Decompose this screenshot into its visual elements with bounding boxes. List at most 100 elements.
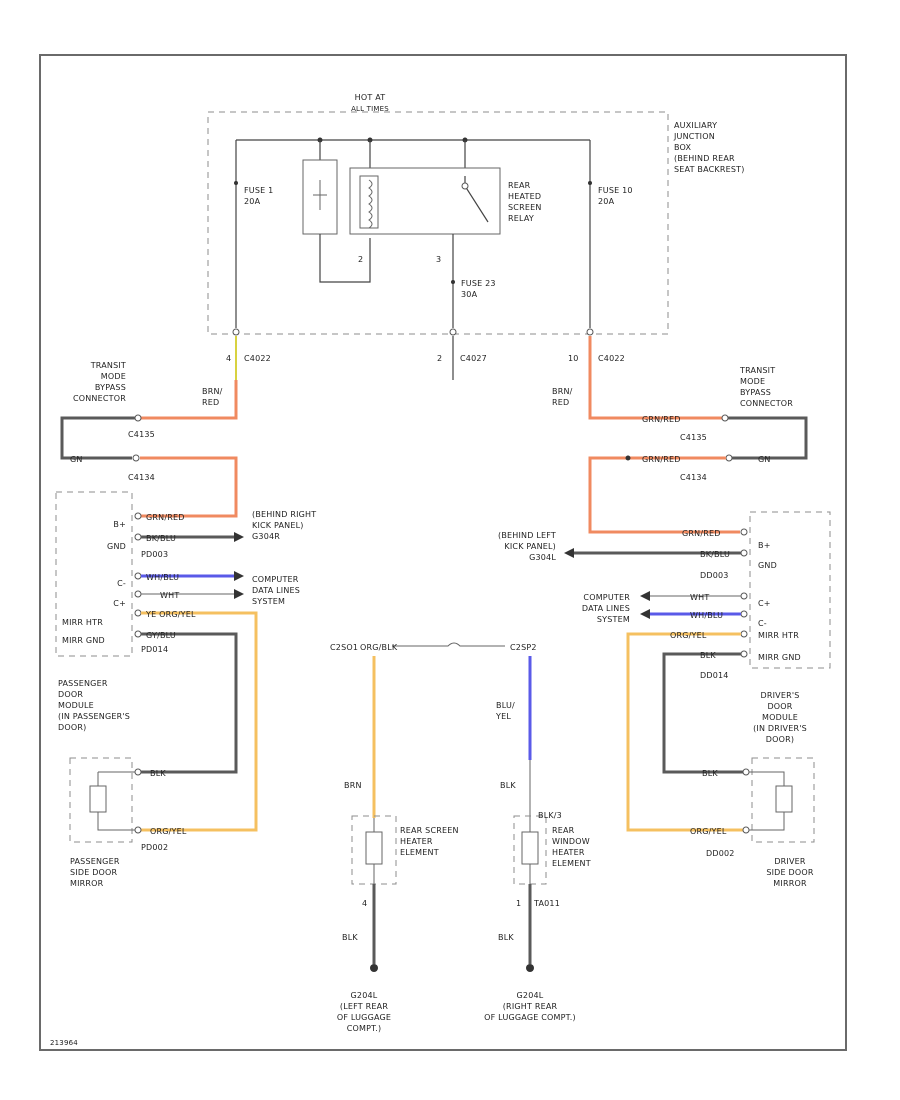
dm-data-2: DATA LINES [582,604,630,613]
c4027-pin [449,328,457,336]
pm-b-plus-pin [134,512,142,520]
rear-blu-yel-2: YEL [495,712,511,721]
dm-grn-red: GRN/RED [682,529,721,538]
pm-c-plus-pin [134,590,142,598]
left-feed-wire [140,380,238,420]
driver-mirror-outline [751,757,815,843]
rear-blu-yel-1: BLU/ [496,701,515,710]
c4135-left-pin [134,414,142,422]
ground-right-point [526,964,534,972]
relay-label-2: HEATED [508,192,541,201]
rear-right-title-4: ELEMENT [552,859,591,868]
fuse23-name: FUSE 23 [461,279,496,288]
pm-title-1: PASSENGER [58,679,108,688]
diagram-frame [39,54,847,1051]
rear-left-title-2: HEATER [400,837,433,846]
driver-mirror-heater [775,785,793,813]
dm-pin-gnd: GND [758,561,777,570]
pm-gnd-arrow [234,532,244,542]
passenger-mirror-outline [69,757,133,843]
pm-gy-blu: GY/BLU [146,631,176,640]
c4022-right-pin [586,328,594,336]
fuse10-node [588,181,592,185]
pm-title-5: DOOR) [58,723,86,732]
fuse23-rating: 30A [461,290,478,299]
dm-data-arrow-2 [640,609,650,619]
relay-coil-winding [368,179,373,229]
right-feed-wire [588,336,722,420]
pm-mirr-gnd-pin [134,630,142,638]
fuse1-rating: 20A [244,197,261,206]
rear-right-title-2: WINDOW [552,837,590,846]
pm-pin-c-minus: C- [117,579,126,588]
dmirror-title-3: MIRROR [773,879,807,888]
c4135-left-label: C4135 [128,430,155,439]
pmirror-org-yel: ORG/YEL [150,827,187,836]
passenger-mirror-heater [89,785,107,813]
rear-left-title-1: REAR SCREEN [400,826,459,835]
dm-c-plus-pin [740,592,748,600]
relay-contact-pin [461,182,469,190]
aux-box-label-4: (BEHIND REAR [674,154,735,163]
ground-left-3: OF LUGGAGE [337,1013,391,1022]
transit-right-1: TRANSIT [739,366,775,375]
dm-gnd-arrow [564,548,574,558]
ground-left-blk: BLK [342,933,358,942]
dm-org-yel: ORG/YEL [670,631,707,640]
hot-at-line-2: ALL TIMES [351,105,389,113]
dm-title-1: DRIVER'S [760,691,799,700]
dm-data-arrow-1 [640,591,650,601]
rear-blk-conn: BLK/3 [538,811,562,820]
ground-left-1: G204L [351,991,378,1000]
pm-title-3: MODULE [58,701,94,710]
rear-left-title-3: ELEMENT [400,848,439,857]
dm-mirr-htr-wire [626,632,744,832]
dm-wht: WHT [690,593,709,602]
c4022-right-label: C4022 [598,354,625,363]
left-gn: GN [70,455,83,464]
pm-pin-mirr-gnd: MIRR GND [62,636,105,645]
pm-title-2: DOOR [58,690,83,699]
dm-conn-a: DD003 [700,571,729,580]
ground-right-blk: BLK [498,933,514,942]
pmirror-title-2: SIDE DOOR [70,868,118,877]
dm-ground-2: KICK PANEL) [504,542,556,551]
c4022-left-label: C4022 [244,354,271,363]
driver-mirror-leads [748,771,785,831]
c4022-left-pin [232,328,240,336]
passenger-module-outline [55,491,133,657]
ground-right-2: (RIGHT REAR [503,1002,558,1011]
pmirror-blk: BLK [150,769,166,778]
pmirror-conn: PD002 [141,843,168,852]
pmirror-title-3: MIRROR [70,879,104,888]
rear-org-blk: ORG/BLK [360,643,398,652]
rear-left-element [365,831,383,865]
pm-ye-org-yel: YE ORG/YEL [145,610,196,619]
rear-right-blk: BLK [500,781,516,790]
rear-left-pin: 4 [362,899,367,908]
dmirror-pin-bottom [742,826,750,834]
c4135-right-pin [721,414,729,422]
right-b-plus-wire [588,456,740,534]
dm-pin-mirr-htr: MIRR HTR [758,631,799,640]
transit-left-3: BYPASS [95,383,126,392]
c4134-right-pin [725,454,733,462]
driver-module-outline [749,511,831,669]
right-grn-red-top: GRN/RED [642,415,681,424]
aux-box-label-3: BOX [674,143,692,152]
rear-right-title-1: REAR [552,826,575,835]
transit-right-2: MODE [740,377,765,386]
dm-title-4: (IN DRIVER'S [753,724,807,733]
dm-ground-3: G304L [529,553,556,562]
relay-pin-3: 3 [436,255,441,264]
c4027-label: C4027 [460,354,487,363]
pm-pin-b-plus: B+ [113,520,126,529]
right-gn: GN [758,455,771,464]
aux-box-label-1: AUXILIARY [674,121,717,130]
c4134-left-label: C4134 [128,473,155,482]
dm-title-2: DOOR [767,702,792,711]
relay-pin-2: 2 [358,255,363,264]
transit-left-1: TRANSIT [90,361,126,370]
pm-pin-gnd: GND [107,542,126,551]
hot-at-line-1: HOT AT [355,93,386,102]
